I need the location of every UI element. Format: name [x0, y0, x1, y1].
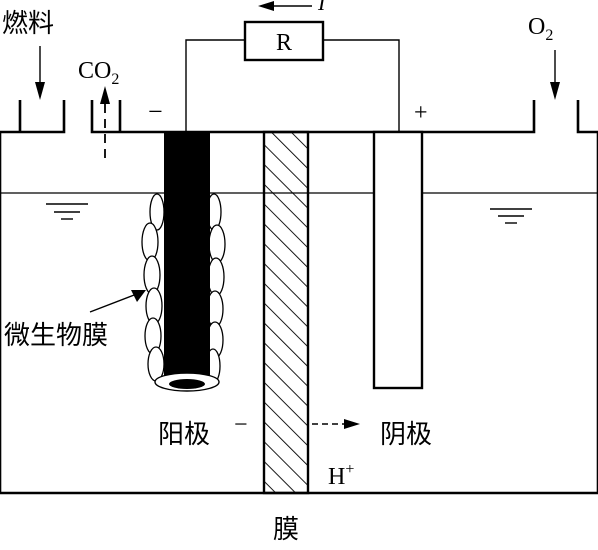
biofilm-pointer-arrow: [89, 290, 146, 313]
circuit-wire-left: [185, 39, 245, 136]
proton-label: H+: [328, 461, 354, 490]
fuel-label: 燃料: [2, 9, 54, 39]
co2-label: CO2: [78, 58, 119, 88]
positive-terminal-sign: +: [414, 100, 428, 126]
o2-label: O2: [528, 14, 553, 44]
anode-minus-sign: −: [234, 412, 248, 438]
proton-flow-arrow: [312, 419, 360, 429]
membrane-label: 膜: [273, 515, 299, 545]
anode-electrode-base-inner: [169, 379, 205, 389]
current-arrow: [258, 1, 312, 11]
water-level-marker-right: [490, 208, 532, 224]
co2-outlet-arrow: [100, 86, 110, 158]
circuit-wire-right: [323, 39, 400, 136]
microbial-film: [141, 193, 226, 384]
water-level-marker-left: [46, 203, 88, 220]
cathode-electrode: [372, 130, 424, 390]
resistor-label: R: [276, 30, 292, 56]
cathode-label: 阴极: [380, 420, 432, 450]
negative-terminal-sign: −: [148, 97, 163, 126]
anode-label: 阳极: [158, 420, 210, 450]
fuel-inlet-arrow: [35, 46, 45, 100]
biofilm-label: 微生物膜: [4, 321, 108, 351]
current-label: I: [317, 0, 327, 15]
resistor-box: [243, 20, 325, 62]
membrane: [262, 130, 310, 495]
o2-inlet-arrow: [550, 50, 560, 100]
anode-electrode: [164, 132, 210, 382]
